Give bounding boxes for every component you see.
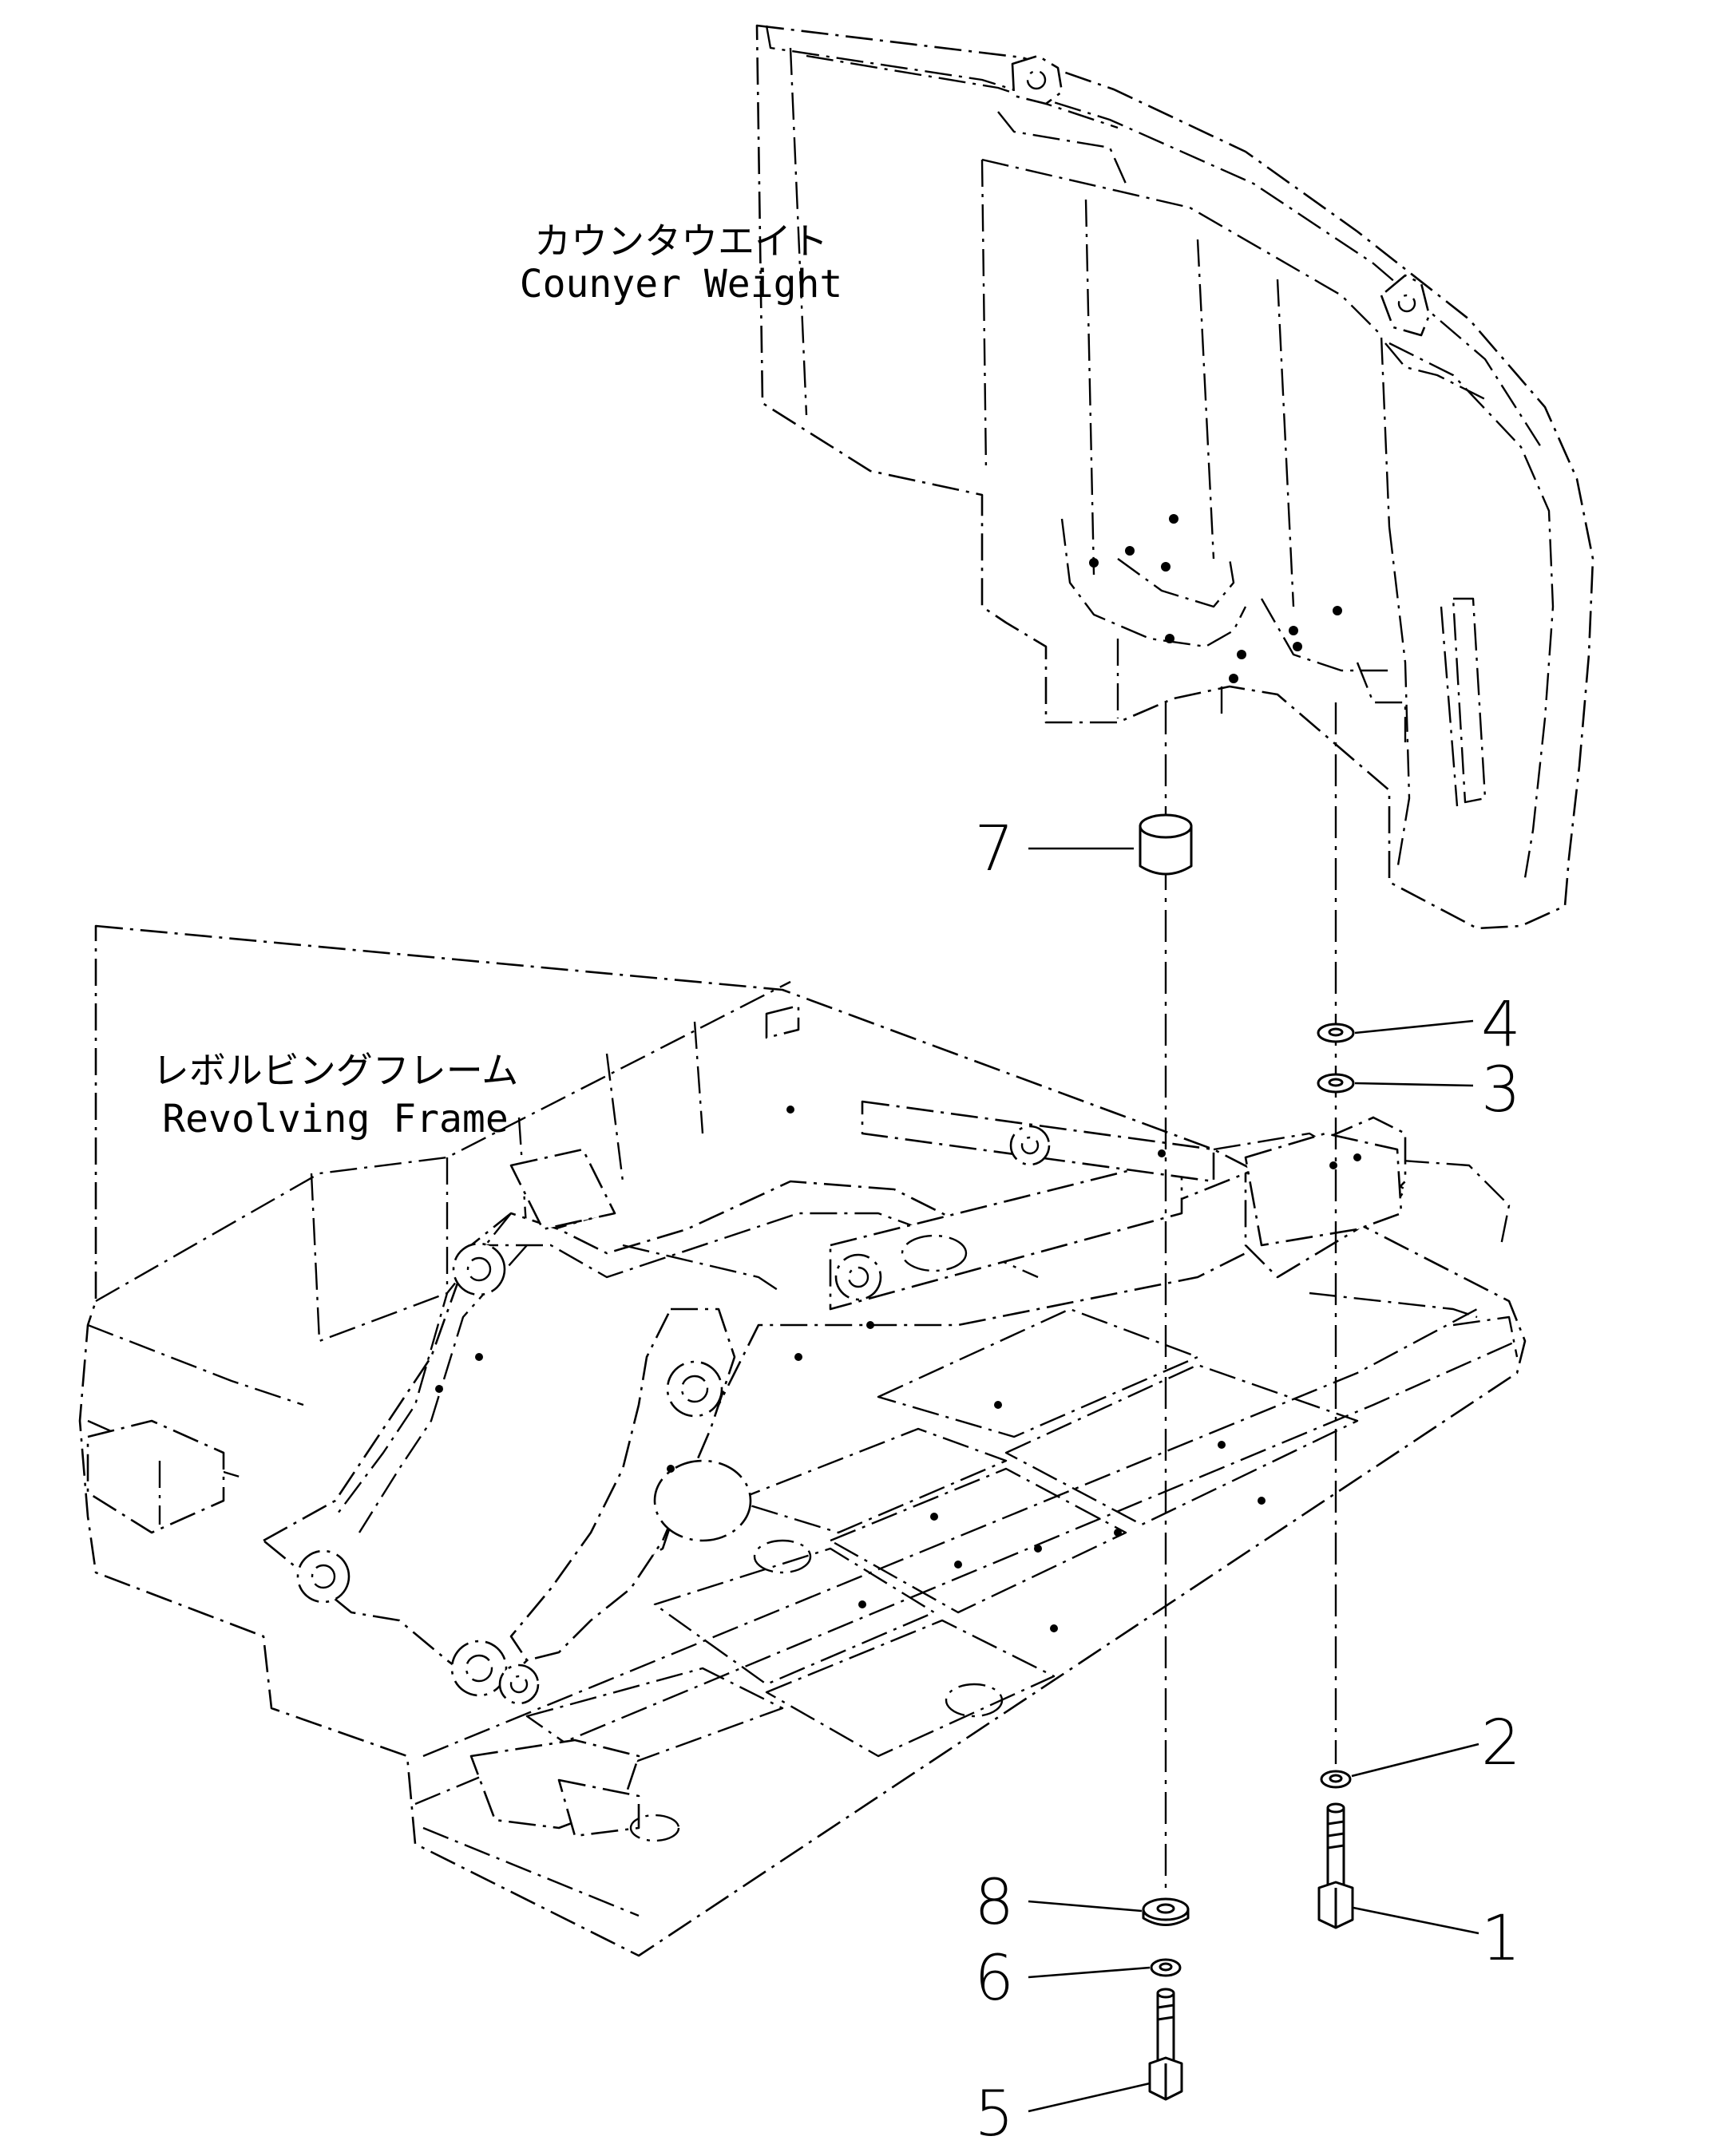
counterweight: [755, 24, 1594, 930]
washer-part-8: [1142, 1897, 1190, 1926]
callout-1: 1: [1481, 1903, 1521, 1975]
labels: カウンタウエイト Counyer Weight レボルビングフレーム Revol…: [153, 220, 1521, 2150]
callout-7: 7: [974, 813, 1014, 885]
callout-6: 6: [974, 1943, 1014, 2015]
counterweight-label-jp: カウンタウエイト: [534, 220, 828, 263]
washer-part-4: [1317, 1023, 1355, 1043]
leader-3: [1354, 1082, 1474, 1087]
leader-2: [1351, 1743, 1479, 1778]
leader-8: [1028, 1900, 1143, 1913]
counterweight-label-en: Counyer Weight: [520, 262, 843, 307]
leader-lines: [1028, 847, 1479, 2113]
leader-5: [1028, 2082, 1151, 2113]
washer-part-6: [1150, 1958, 1182, 1977]
callout-5: 5: [974, 2079, 1014, 2150]
parts: [1139, 813, 1355, 2101]
washer-part-3: [1317, 1073, 1355, 1094]
callout-3: 3: [1481, 1054, 1521, 1126]
callout-4: 4: [1481, 989, 1521, 1061]
callout-2: 2: [1481, 1707, 1521, 1779]
center-lines: [1164, 702, 1337, 1892]
bolt-part-5: [1148, 1988, 1183, 2101]
leader-4: [1354, 1019, 1474, 1034]
callout-8: 8: [974, 1867, 1014, 1939]
revolving-frame: [78, 924, 1527, 1957]
spacer-part-7: [1139, 813, 1193, 876]
bolt-part-1: [1317, 1802, 1354, 1929]
washer-part-2: [1320, 1770, 1352, 1789]
revolving-frame-label-en: Revolving Frame: [162, 1097, 508, 1141]
leader-1: [1353, 1906, 1479, 1935]
revolving-frame-label-jp: レボルビングフレーム: [153, 1049, 519, 1092]
leader-6: [1028, 1966, 1151, 1979]
